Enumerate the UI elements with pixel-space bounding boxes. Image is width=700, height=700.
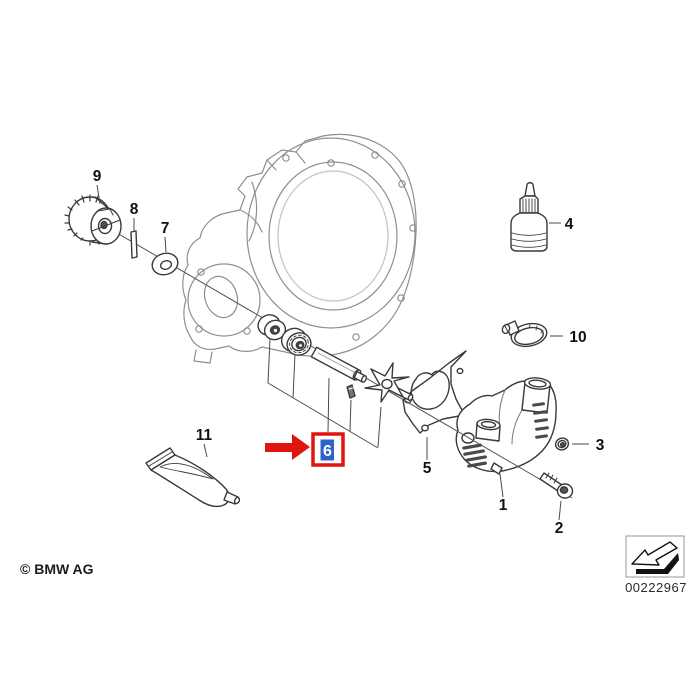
callout-8[interactable]: 8	[130, 201, 139, 218]
part-3-washer-drawing	[554, 437, 570, 451]
clutch-cover-housing-drawing	[182, 133, 417, 364]
part-2-bolt-drawing	[539, 472, 574, 499]
callout-6[interactable]: 6	[323, 443, 332, 460]
part-10-hose-clamp-drawing	[501, 320, 548, 348]
part-6-bearing-drawing	[280, 327, 312, 356]
part-7-washer-drawing	[151, 252, 179, 276]
callout-9[interactable]: 9	[93, 168, 102, 185]
part-8-pin-drawing	[130, 230, 138, 259]
leader-lines	[96, 184, 589, 521]
callout-labels: 9 8 7 4 10 3 5 1 2 11	[93, 168, 605, 537]
callout-4[interactable]: 4	[565, 216, 574, 233]
callout-7[interactable]: 7	[161, 220, 170, 237]
part-6-woodruff-key-drawing	[346, 384, 356, 399]
highlight-box[interactable]	[311, 432, 345, 467]
callout-2[interactable]: 2	[555, 520, 564, 537]
direction-arrow-icon	[631, 541, 679, 574]
callout-11[interactable]: 11	[196, 427, 213, 444]
callout-6-selection	[320, 439, 334, 461]
copyright-text: © BMW AG	[20, 561, 94, 577]
callout-3[interactable]: 3	[596, 437, 605, 454]
callout-1[interactable]: 1	[499, 497, 508, 514]
part-6-shaft-seal-drawing	[257, 314, 287, 341]
part-1-pump-cover-drawing	[455, 377, 557, 475]
arrow-right-icon	[265, 434, 310, 460]
part-6-pump-shaft-drawing	[310, 346, 368, 383]
callout-5[interactable]: 5	[423, 460, 432, 477]
part-11-sealant-tube-drawing	[145, 447, 241, 508]
part-4-fluid-bottle-drawing	[510, 182, 548, 252]
diagram-stamp: 00222967	[625, 535, 687, 595]
callout-10[interactable]: 10	[569, 329, 586, 346]
part-9-gear-drawing	[64, 194, 122, 246]
highlight-annotation: 6	[265, 432, 345, 467]
part-6-impeller-drawing	[364, 362, 414, 403]
diagram-code: 00222967	[625, 580, 687, 595]
